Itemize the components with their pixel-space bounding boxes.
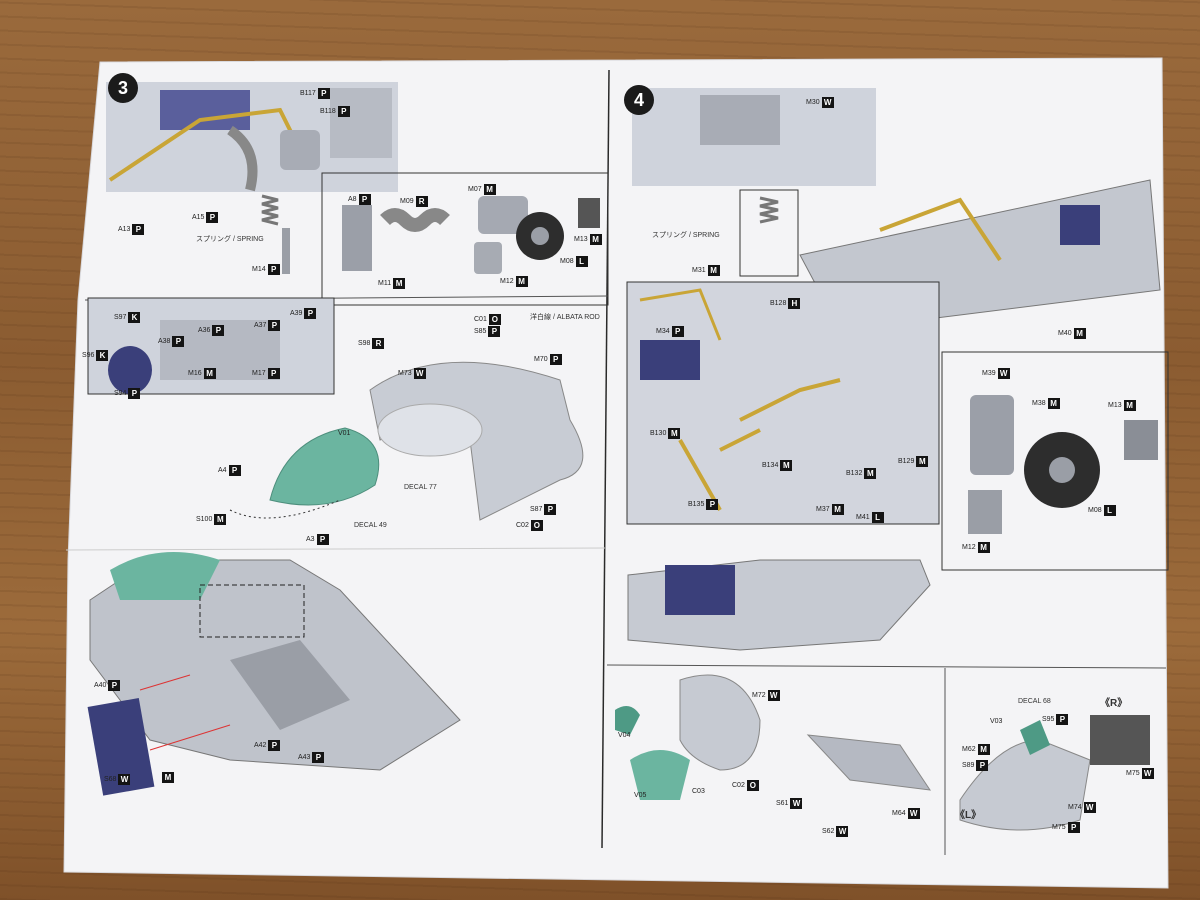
step-number-4: 4 bbox=[624, 85, 654, 115]
divider-step3-b bbox=[65, 547, 606, 551]
part-label: M bbox=[160, 772, 174, 783]
caption-spring-step3: スプリング / SPRING bbox=[196, 236, 264, 243]
canopy-part bbox=[269, 427, 380, 506]
brake-detail-box-step4 bbox=[941, 351, 1169, 571]
caption-decal-77: DECAL 77 bbox=[404, 484, 437, 491]
step-number-3: 3 bbox=[108, 73, 138, 103]
caption-decal-49: DECAL 49 bbox=[354, 522, 387, 529]
part-label: V01 bbox=[338, 430, 351, 437]
part-label: V05 bbox=[634, 792, 647, 799]
part-label: V04 bbox=[618, 732, 631, 739]
side-right-label: 《R》 bbox=[1100, 698, 1128, 709]
divider-step4 bbox=[606, 664, 1167, 669]
part-label: V03 bbox=[990, 718, 1003, 725]
spring-part bbox=[261, 194, 290, 274]
part-label: C03 bbox=[692, 788, 705, 795]
brake-detail-box bbox=[321, 172, 609, 306]
side-left-label: 《L》 bbox=[955, 810, 982, 821]
caption-albata-rod: 洋白線 / ALBATA ROD bbox=[530, 314, 600, 321]
caption-decal-68: DECAL 68 bbox=[1018, 698, 1051, 705]
chassis-assembly bbox=[87, 552, 461, 796]
suspension-detail-box bbox=[626, 281, 940, 525]
caption-spring-step4: スプリング / SPRING bbox=[652, 232, 720, 239]
